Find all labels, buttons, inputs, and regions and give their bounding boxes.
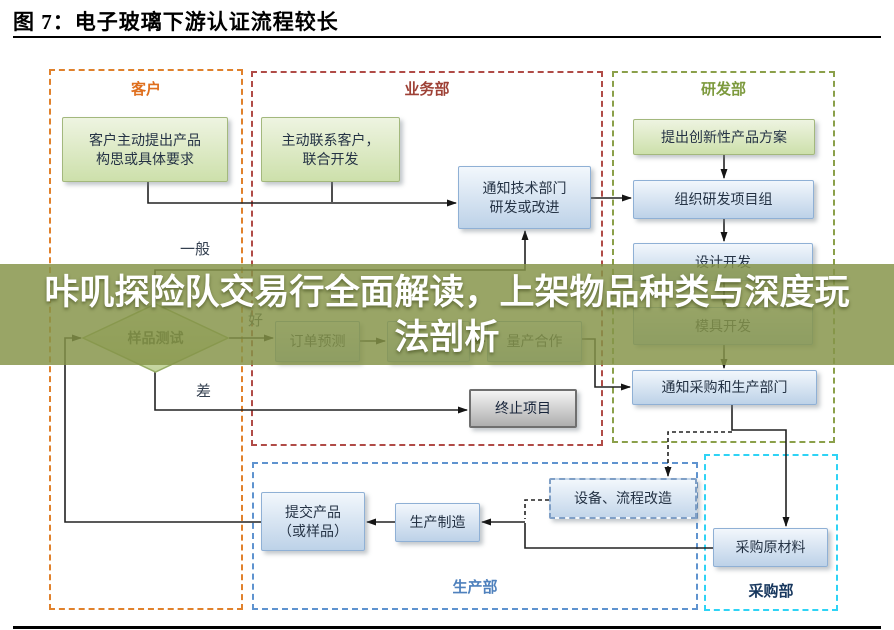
node-customer-request: 客户主动提出产品 构思或具体要求 xyxy=(62,117,228,182)
node-contact-customer-label: 主动联系客户， 联合开发 xyxy=(281,131,380,167)
node-submit-product-label: 提交产品 （或样品） xyxy=(278,503,348,539)
node-org-team: 组织研发项目组 xyxy=(633,180,814,219)
lane-customer-label: 客户 xyxy=(130,81,161,98)
edge-equipment-join xyxy=(524,499,549,519)
node-terminate-project-label: 终止项目 xyxy=(495,400,551,417)
node-production-mfg: 生产制造 xyxy=(395,503,480,542)
node-terminate-project: 终止项目 xyxy=(469,389,577,428)
watermark-banner: 咔叽探险队交易行全面解读，上架物品种类与深度玩法剖析 xyxy=(0,264,894,365)
figure-title: 图 7：电子玻璃下游认证流程较长 xyxy=(13,10,339,34)
node-innovative-proposal: 提出创新性产品方案 xyxy=(633,119,815,155)
node-customer-request-label: 客户主动提出产品 构思或具体要求 xyxy=(89,131,201,167)
lane-production-label: 生产部 xyxy=(452,579,498,596)
footer-rule xyxy=(13,626,881,629)
lane-business xyxy=(251,71,603,446)
lane-business-label: 业务部 xyxy=(404,81,450,98)
node-equipment-upgrade: 设备、流程改造 xyxy=(549,478,697,519)
title-underline xyxy=(13,36,881,38)
node-org-team-label: 组织研发项目组 xyxy=(674,191,773,208)
node-notify-procurement-label: 通知采购和生产部门 xyxy=(661,379,788,396)
branch-label-average: 一般 xyxy=(180,241,211,258)
edge-purchase-to-production-join xyxy=(524,523,713,549)
node-purchase-materials: 采购原材料 xyxy=(713,528,828,567)
branch-label-poor: 差 xyxy=(196,383,212,400)
lane-production xyxy=(252,462,698,610)
node-submit-product: 提交产品 （或样品） xyxy=(261,492,365,551)
node-contact-customer: 主动联系客户， 联合开发 xyxy=(261,117,400,182)
edge-notify-procurement-to-purchase xyxy=(731,405,790,527)
lane-rnd xyxy=(612,71,835,443)
node-notify-tech-label: 通知技术部门 研发或改进 xyxy=(482,179,567,215)
node-production-mfg-label: 生产制造 xyxy=(409,514,466,531)
edge-customer-request-to-notify-tech xyxy=(147,182,457,207)
node-innovative-proposal-label: 提出创新性产品方案 xyxy=(661,128,787,145)
watermark-banner-text: 咔叽探险队交易行全面解读，上架物品种类与深度玩法剖析 xyxy=(44,272,850,357)
node-notify-tech: 通知技术部门 研发或改进 xyxy=(458,166,591,229)
lane-procurement-label: 采购部 xyxy=(748,583,794,600)
node-purchase-materials-label: 采购原材料 xyxy=(735,539,806,556)
lane-procurement xyxy=(704,454,838,611)
edge-notify-procurement-to-equipment xyxy=(664,431,732,477)
edge-poor-to-terminate xyxy=(154,372,468,414)
node-equipment-upgrade-label: 设备、流程改造 xyxy=(574,490,672,507)
node-notify-procurement: 通知采购和生产部门 xyxy=(632,370,817,405)
lane-rnd-label: 研发部 xyxy=(700,81,746,98)
